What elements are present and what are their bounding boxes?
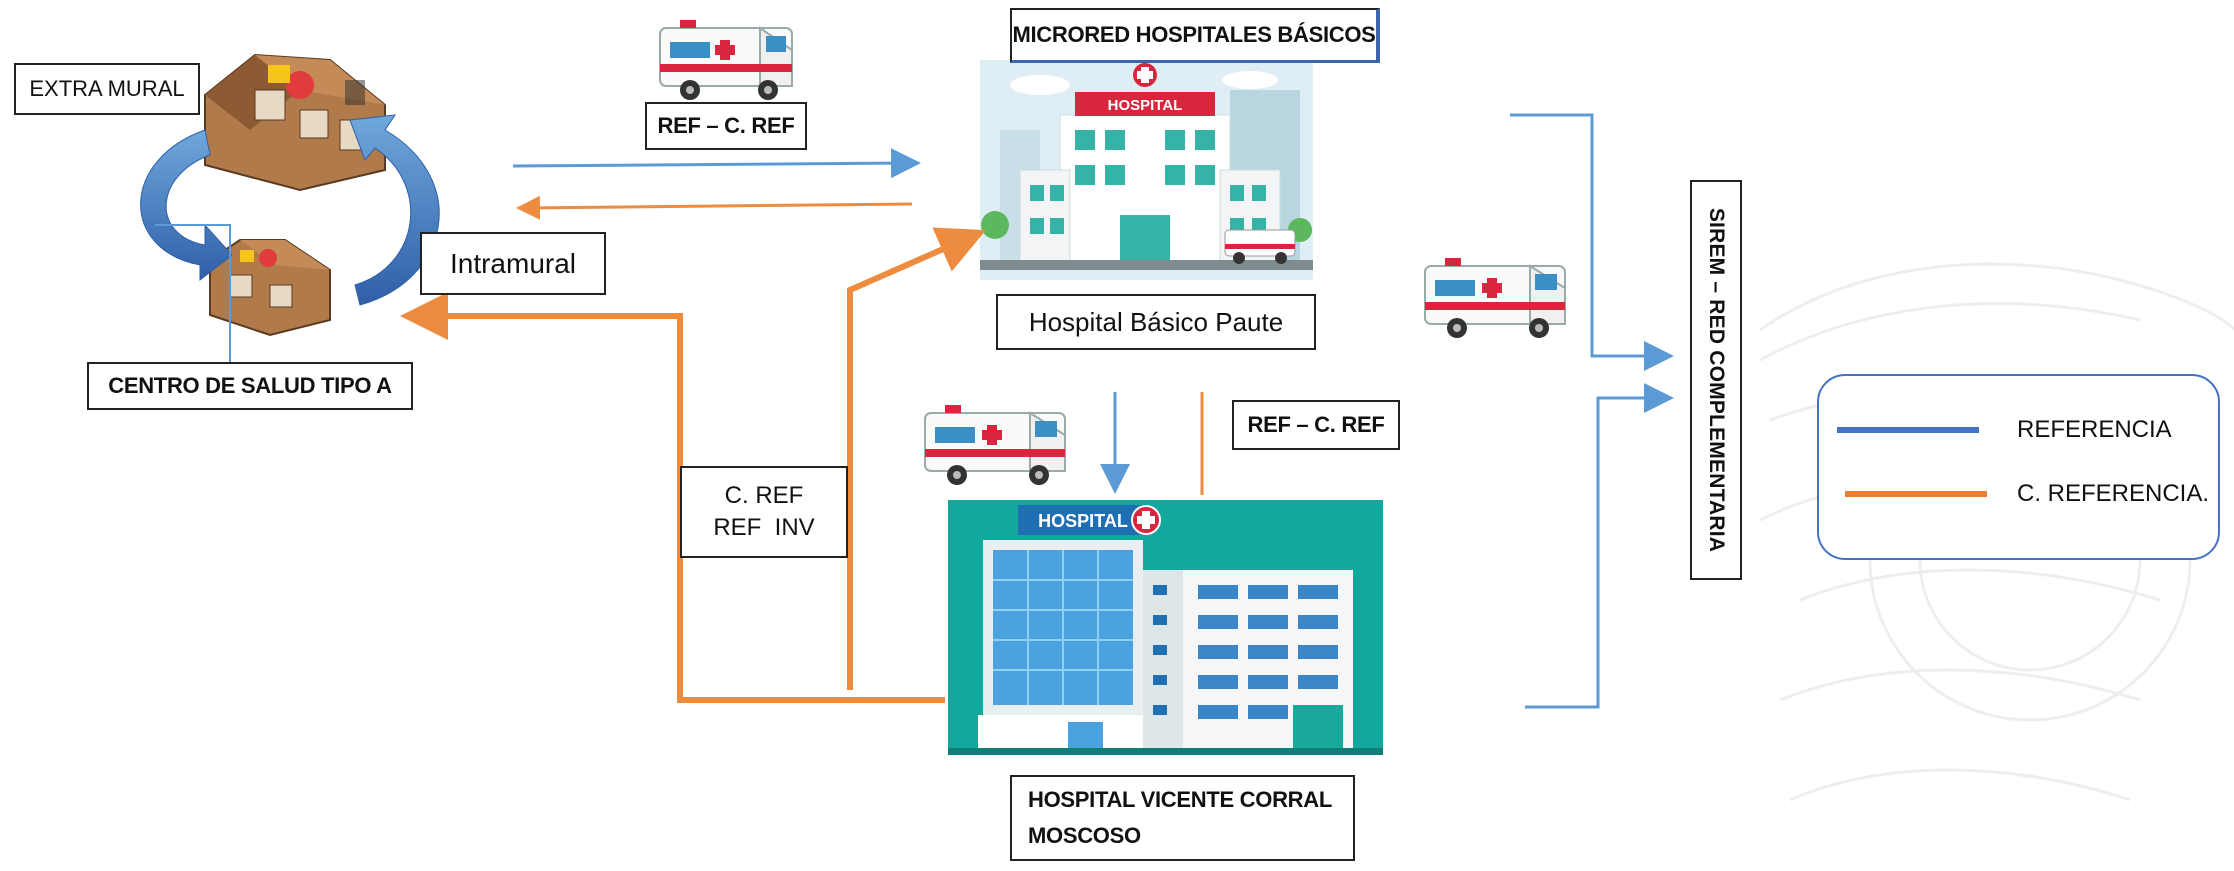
- hvcm-line1-text: HOSPITAL VICENTE CORRAL: [1028, 787, 1332, 812]
- legend-item-c-referencia: C. REFERENCIA.: [1845, 480, 2209, 508]
- hospital-paute-illustration: HOSPITAL: [980, 60, 1313, 280]
- ref-cref-mid-text: REF – C. REF: [1247, 412, 1385, 437]
- legend-label-c-referencia: C. REFERENCIA.: [2017, 480, 2210, 507]
- ref-bracket-top: [1510, 113, 1674, 371]
- label-cref-refinv: C. REF REF INV: [680, 466, 848, 558]
- ref-arrow-to-paute: [512, 148, 921, 179]
- label-ref-cref-top: REF – C. REF: [645, 102, 807, 150]
- legend-swatch-referencia: [1837, 427, 1979, 433]
- intramural-text: Intramural: [449, 247, 577, 279]
- sirem-text: SIREM – RED COMPLEMENTARIA: [1705, 207, 1729, 553]
- legend-item-referencia: REFERENCIA: [1837, 416, 2172, 444]
- label-hospital-vcm: HOSPITAL VICENTE CORRAL MOSCOSO: [1010, 775, 1355, 861]
- label-microred: MICRORED HOSPITALES BÁSICOS: [1010, 8, 1380, 63]
- hospital-sign-small: HOSPITAL: [1108, 97, 1183, 114]
- ambulance-top: [659, 20, 793, 100]
- legend: REFERENCIA C. REFERENCIA.: [1817, 374, 2220, 560]
- cref-loop-to-centro: [400, 292, 945, 703]
- label-extra-mural: EXTRA MURAL: [14, 63, 200, 115]
- ambulance-right: [1424, 258, 1566, 338]
- label-centro-salud: CENTRO DE SALUD TIPO A: [87, 362, 413, 410]
- hvcm-line2-text: MOSCOSO: [1028, 823, 1141, 848]
- cref-arrow-from-paute: [516, 195, 913, 220]
- cref-vcm-to-paute: [847, 227, 986, 690]
- curve-arrow-left: [140, 129, 233, 282]
- legend-swatch-c-referencia: [1845, 491, 1987, 497]
- hospital-sign-big: HOSPITAL: [1038, 511, 1128, 531]
- label-ref-cref-mid: REF – C. REF: [1232, 400, 1400, 450]
- refinv-text: REF INV: [713, 514, 815, 541]
- house-extramural: [204, 53, 386, 192]
- hospital-paute-text: Hospital Básico Paute: [1028, 306, 1284, 337]
- ambulance-lower: [924, 405, 1066, 485]
- label-intramural: Intramural: [420, 232, 606, 295]
- hospital-vcm-illustration: HOSPITAL: [948, 500, 1383, 755]
- label-hospital-paute: Hospital Básico Paute: [996, 294, 1316, 350]
- legend-label-referencia: REFERENCIA: [2017, 416, 2172, 443]
- cref-text: C. REF: [724, 482, 804, 509]
- centro-salud-text: CENTRO DE SALUD TIPO A: [108, 373, 392, 398]
- ref-cref-top-text: REF – C. REF: [657, 113, 795, 138]
- watermark-emblem: [1759, 262, 2234, 802]
- label-sirem: SIREM – RED COMPLEMENTARIA: [1690, 180, 1742, 580]
- extra-mural-text: EXTRA MURAL: [29, 76, 185, 101]
- microred-text: MICRORED HOSPITALES BÁSICOS: [1012, 22, 1376, 47]
- ref-bracket-bottom: [1525, 383, 1674, 709]
